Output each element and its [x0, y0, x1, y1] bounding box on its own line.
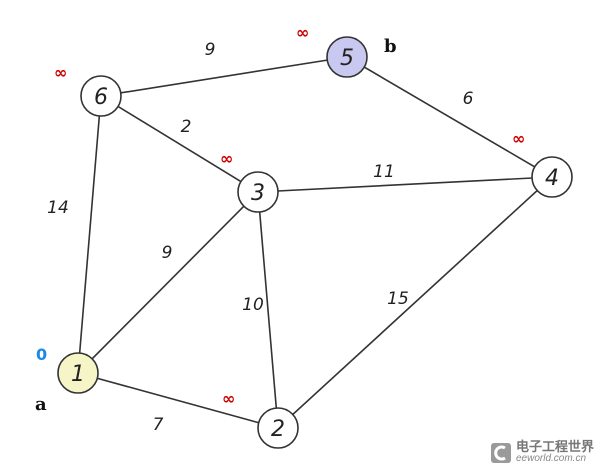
- edge-weight-1-2: 7: [153, 415, 164, 435]
- edge-6-5: [100, 56, 348, 97]
- edge-1-3: [77, 191, 259, 374]
- node-1: [57, 352, 99, 394]
- edge-6-1: [77, 95, 102, 374]
- node-label-6: 6: [94, 85, 108, 110]
- edge-1-2: [77, 372, 279, 429]
- node-5: [326, 36, 368, 78]
- watermark: 电子工程世界 eeworld.com.cn: [490, 441, 594, 464]
- edge-3-2: [257, 191, 279, 429]
- edge-3-4: [257, 176, 553, 193]
- node-2: [257, 407, 299, 449]
- edge-weight-5-4: 6: [463, 89, 474, 109]
- distance-label-6: ∞: [54, 63, 67, 82]
- edge-weight-6-5: 9: [205, 40, 216, 60]
- node-name-1: a: [35, 394, 47, 415]
- node-label-2: 2: [271, 417, 285, 442]
- edge-2-4: [277, 176, 553, 429]
- edge-weight-2-4: 15: [387, 289, 409, 309]
- edge-weight-3-4: 11: [373, 162, 395, 182]
- node-3: [237, 171, 279, 213]
- node-name-5: b: [384, 36, 397, 57]
- distance-label-2: ∞: [222, 389, 235, 408]
- watermark-logo-icon: [490, 442, 511, 463]
- distance-label-4: ∞: [512, 129, 525, 148]
- edge-6-3: [100, 95, 259, 193]
- node-label-4: 4: [545, 166, 559, 191]
- edge-weight-6-1: 14: [47, 198, 69, 218]
- node-label-1: 1: [71, 362, 85, 387]
- watermark-cn: 电子工程世界: [515, 440, 594, 455]
- node-label-3: 3: [251, 181, 265, 206]
- distance-label-3: ∞: [220, 149, 233, 168]
- distance-label-5: ∞: [296, 23, 309, 42]
- edge-weight-1-3: 9: [162, 243, 173, 263]
- node-label-5: 5: [340, 46, 354, 71]
- edge-weight-3-2: 10: [242, 295, 264, 315]
- watermark-text: 电子工程世界 eeworld.com.cn: [516, 441, 594, 464]
- edge-5-4: [346, 56, 553, 178]
- node-4: [531, 156, 573, 198]
- watermark-url: eeworld.com.cn: [515, 453, 587, 464]
- distance-label-1: 0: [36, 345, 47, 364]
- edge-weight-6-3: 2: [181, 117, 192, 137]
- node-6: [80, 75, 122, 117]
